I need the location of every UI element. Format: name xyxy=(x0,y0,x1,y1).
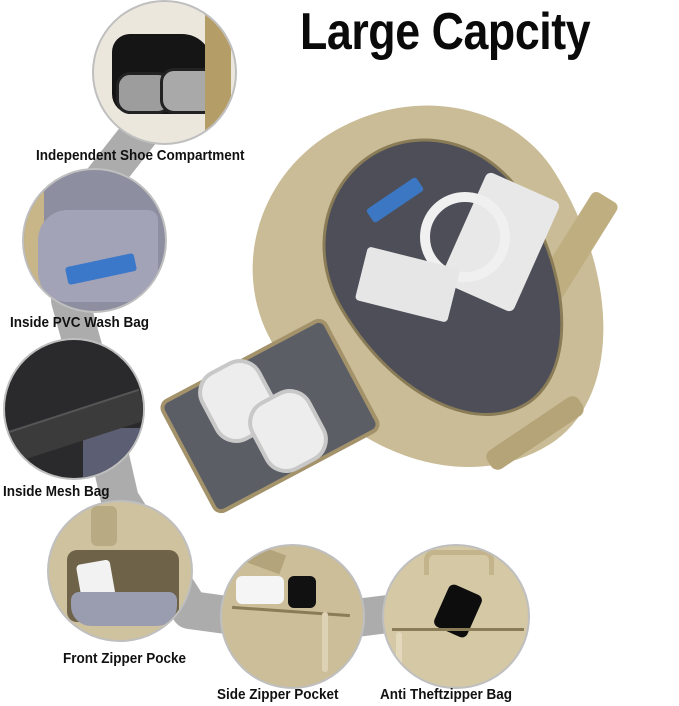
anti-theft-pocket-image xyxy=(382,544,530,689)
duffel-bag-image xyxy=(156,43,676,541)
zipper-pull-icon xyxy=(396,632,402,672)
shoe-compartment-image xyxy=(92,0,237,145)
pvc-wash-bag-image xyxy=(22,168,167,313)
sunglasses-icon xyxy=(288,576,316,608)
power-bank-icon xyxy=(236,576,284,604)
front-zipper-pocket-image xyxy=(47,500,193,642)
headphones-icon xyxy=(420,192,510,282)
feature-label-antitheft: Anti Theftzipper Bag xyxy=(380,686,513,703)
zipper-line xyxy=(392,628,524,631)
feature-label-shoe: Independent Shoe Compartment xyxy=(36,147,245,164)
feature-label-side: Side Zipper Pocket xyxy=(217,686,339,703)
feature-label-mesh: Inside Mesh Bag xyxy=(3,483,110,500)
zipper-pull-icon xyxy=(322,612,328,672)
page-title: Large Capcity xyxy=(300,3,591,61)
mesh-bag-image xyxy=(3,338,145,480)
side-zipper-pocket-image xyxy=(220,544,365,689)
feature-label-front: Front Zipper Pocke xyxy=(63,650,187,667)
feature-label-pvc: Inside PVC Wash Bag xyxy=(10,314,150,331)
